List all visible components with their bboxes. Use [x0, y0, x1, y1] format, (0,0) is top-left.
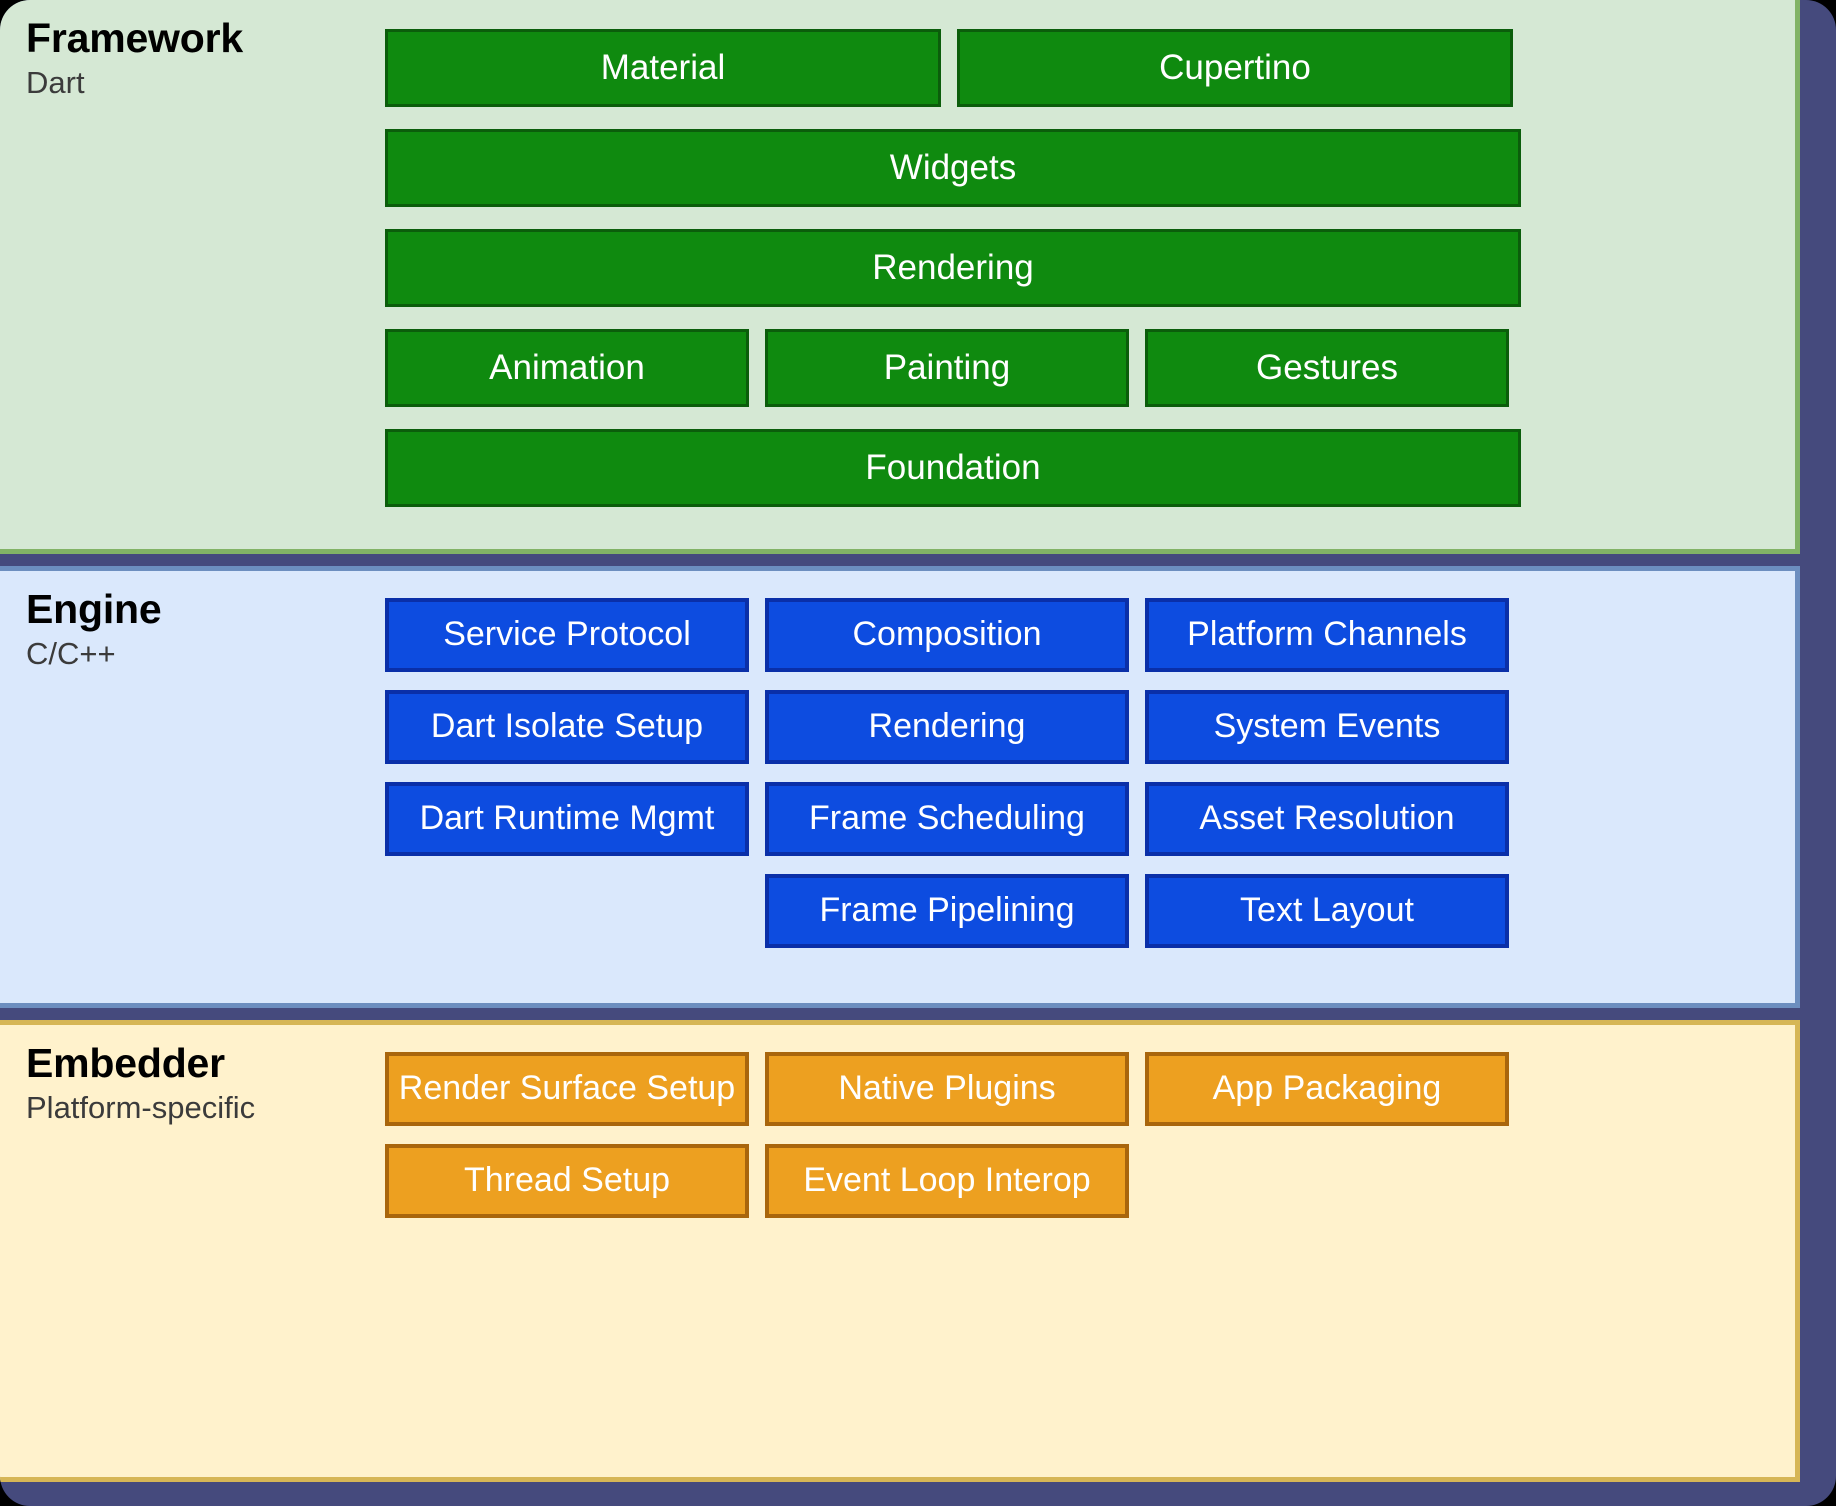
layer-engine-subtitle: C/C++: [26, 635, 116, 671]
layer-embedder-title: Embedder: [26, 1040, 225, 1086]
module-row: Dart Runtime Mgmt Frame Scheduling Asset R…: [385, 773, 1773, 865]
module-label: Widgets: [889, 147, 1017, 187]
module-label: Text Layout: [1240, 891, 1414, 930]
module-box-gestures[interactable]: Gestures: [1145, 329, 1509, 407]
layer-embedder-modules: Render Surface Setup Native Plugins App Pa…: [385, 1025, 1795, 1477]
module-label: Thread Setup: [463, 1161, 671, 1200]
module-box-animation[interactable]: Animation: [385, 329, 749, 407]
module-label: Render Surface Setup: [398, 1069, 736, 1108]
module-label: Cupertino: [1159, 47, 1311, 87]
module-box-service-protocol[interactable]: Service Protocol: [385, 598, 749, 672]
module-box-platform-channels[interactable]: Platform Channels: [1145, 598, 1509, 672]
layer-framework-subtitle: Dart: [26, 64, 85, 100]
module-row: Widgets: [385, 118, 1773, 218]
module-label: Native Plugins: [838, 1069, 1056, 1108]
module-box-composition[interactable]: Composition: [765, 598, 1129, 672]
module-box-system-events[interactable]: System Events: [1145, 690, 1509, 764]
module-row: Animation Painting Gestures: [385, 318, 1773, 418]
layer-framework-title: Framework: [26, 15, 243, 61]
module-label: Rendering: [868, 707, 1026, 746]
layer-engine-header: Engine C/C++: [0, 571, 385, 1003]
layer-embedder-header: Embedder Platform-specific: [0, 1025, 385, 1477]
module-label: Material: [600, 47, 726, 87]
module-label: App Packaging: [1212, 1069, 1442, 1108]
module-label: Frame Pipelining: [819, 891, 1075, 930]
module-box-dart-isolate-setup[interactable]: Dart Isolate Setup: [385, 690, 749, 764]
module-box-thread-setup[interactable]: Thread Setup: [385, 1144, 749, 1218]
module-box-app-packaging[interactable]: App Packaging: [1145, 1052, 1509, 1126]
module-label: Frame Scheduling: [809, 799, 1085, 838]
module-box-widgets[interactable]: Widgets: [385, 129, 1521, 207]
module-label: Gestures: [1256, 347, 1398, 387]
module-label: Rendering: [872, 247, 1034, 287]
module-box-event-loop-interop[interactable]: Event Loop Interop: [765, 1144, 1129, 1218]
layer-engine-title: Engine: [26, 586, 162, 632]
module-box-frame-scheduling[interactable]: Frame Scheduling: [765, 782, 1129, 856]
layer-embedder: Embedder Platform-specific Render Surfac…: [0, 1020, 1800, 1482]
module-row: Render Surface Setup Native Plugins App Pa…: [385, 1043, 1773, 1135]
module-label: Event Loop Interop: [803, 1161, 1091, 1200]
module-box-native-plugins[interactable]: Native Plugins: [765, 1052, 1129, 1126]
layer-engine-modules: Service Protocol Composition Platform Chan…: [385, 571, 1795, 1003]
module-box-text-layout[interactable]: Text Layout: [1145, 874, 1509, 948]
module-row: Thread Setup Event Loop Interop: [385, 1135, 1773, 1227]
module-box-foundation[interactable]: Foundation: [385, 429, 1521, 507]
module-row: Dart Isolate Setup Rendering System Events: [385, 681, 1773, 773]
module-row: Rendering: [385, 218, 1773, 318]
module-label: Foundation: [865, 447, 1041, 487]
module-box-asset-resolution[interactable]: Asset Resolution: [1145, 782, 1509, 856]
module-box-frame-pipelining[interactable]: Frame Pipelining: [765, 874, 1129, 948]
module-box-render-surface-setup[interactable]: Render Surface Setup: [385, 1052, 749, 1126]
module-label: System Events: [1213, 707, 1441, 746]
module-box-dart-runtime-mgmt[interactable]: Dart Runtime Mgmt: [385, 782, 749, 856]
module-row: Service Protocol Composition Platform Chan…: [385, 589, 1773, 681]
module-label: Platform Channels: [1187, 615, 1467, 654]
module-row: Frame Pipelining Text Layout: [385, 865, 1773, 957]
layer-embedder-subtitle: Platform-specific: [26, 1089, 256, 1125]
module-box-rendering[interactable]: Rendering: [385, 229, 1521, 307]
module-label: Service Protocol: [443, 615, 691, 654]
module-box-material[interactable]: Material: [385, 29, 941, 107]
module-label: Painting: [883, 347, 1011, 387]
module-label: Animation: [489, 347, 645, 387]
module-label: Dart Isolate Setup: [430, 707, 704, 746]
module-row: Material Cupertino: [385, 18, 1773, 118]
module-box-rendering[interactable]: Rendering: [765, 690, 1129, 764]
layer-framework-header: Framework Dart: [0, 0, 385, 549]
layer-engine: Engine C/C++ Service Protocol Composition…: [0, 566, 1800, 1008]
module-label: Composition: [852, 615, 1042, 654]
module-box-painting[interactable]: Painting: [765, 329, 1129, 407]
module-row: Foundation: [385, 418, 1773, 518]
module-label: Dart Runtime Mgmt: [419, 799, 715, 838]
module-box-cupertino[interactable]: Cupertino: [957, 29, 1513, 107]
module-label: Asset Resolution: [1199, 799, 1455, 838]
